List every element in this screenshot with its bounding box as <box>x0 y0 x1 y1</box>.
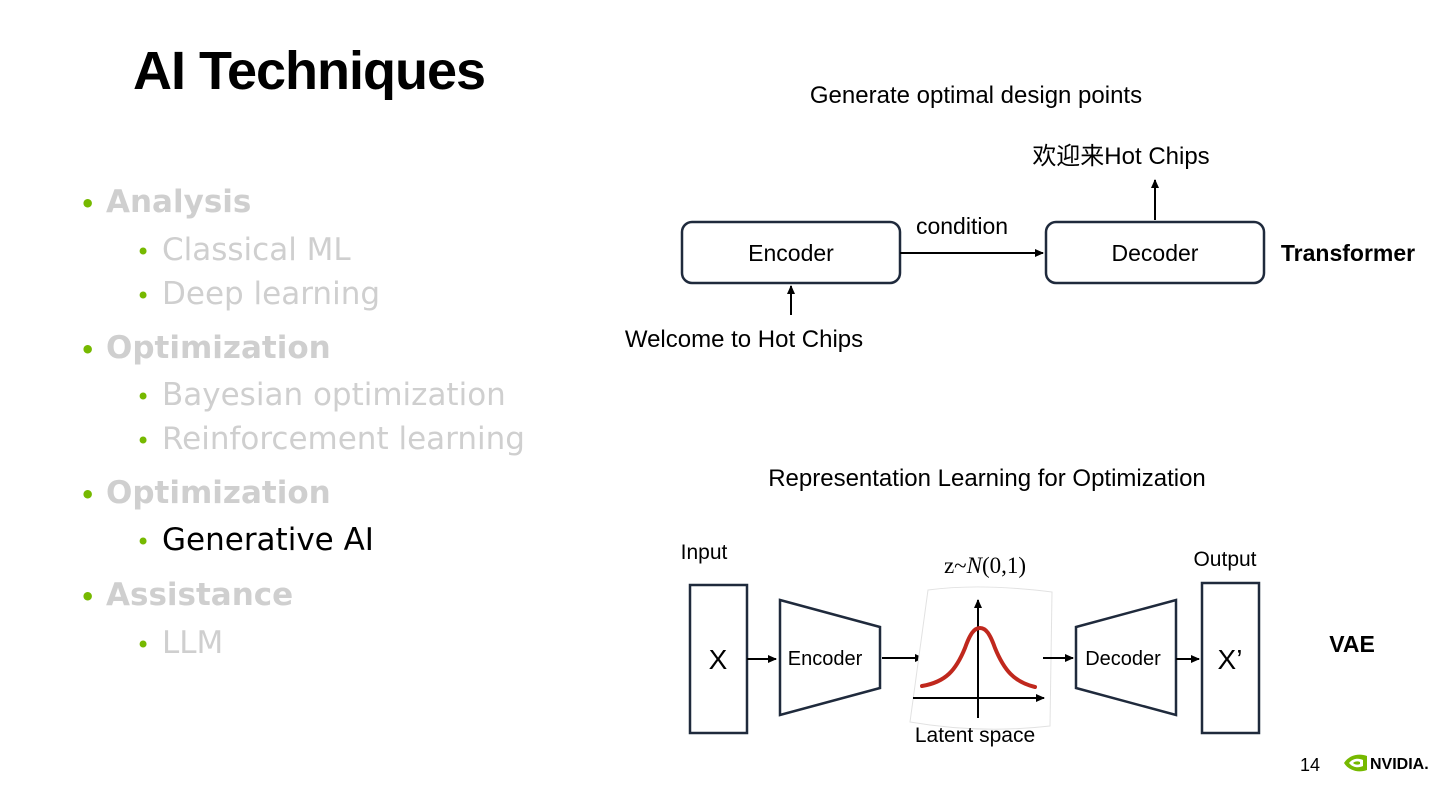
transformer-label: Transformer <box>1281 240 1415 266</box>
latent-space-label: Latent space <box>915 724 1035 747</box>
bullet-analysis: •Analysis <box>80 184 252 220</box>
vae-encoder-label: Encoder <box>788 648 863 670</box>
bullet-classical-ml: •Classical ML <box>136 232 351 268</box>
page-number: 14 <box>1300 755 1321 775</box>
condition-label: condition <box>916 213 1008 239</box>
transformer-heading: Generate optimal design points <box>810 82 1142 109</box>
latent-prior-formula: z~N(0,1) <box>944 553 1026 578</box>
nvidia-eye-icon <box>1344 754 1367 772</box>
bullet-optimization-2: •Optimization <box>80 475 331 511</box>
bullet-assistance: •Assistance <box>80 577 294 613</box>
bullet-deep-learning: •Deep learning <box>136 276 381 312</box>
nvidia-logo: NVIDIA. <box>1344 754 1429 773</box>
vae-encoder-trapezoid <box>778 598 882 717</box>
vae-decoder-trapezoid <box>1074 598 1178 717</box>
gaussian-curve <box>920 625 1037 689</box>
bullet-llm: •LLM <box>136 625 224 661</box>
vae-x-prime-label: X’ <box>1218 644 1243 675</box>
bullet-bayesian-optimization: •Bayesian optimization <box>136 377 506 413</box>
bullet-optimization-1: •Optimization <box>80 330 331 366</box>
bullet-generative-ai: •Generative AI <box>136 522 374 558</box>
vae-input-box <box>688 583 749 735</box>
transformer-decoder-box <box>1044 220 1266 285</box>
nvidia-wordmark: NVIDIA. <box>1370 756 1429 773</box>
slide-title: AI Techniques <box>133 41 486 101</box>
vae-label: VAE <box>1329 631 1375 657</box>
transformer-output-text: 欢迎来Hot Chips <box>1032 143 1209 170</box>
vae-input-label: Input <box>681 541 728 564</box>
vae-heading: Representation Learning for Optimization <box>768 465 1206 492</box>
transformer-input-text: Welcome to Hot Chips <box>625 326 863 353</box>
latent-space-patch <box>909 586 1053 730</box>
vae-decoder-label: Decoder <box>1085 648 1161 670</box>
vae-output-label: Output <box>1193 548 1256 571</box>
vae-output-box <box>1200 581 1261 735</box>
bullet-reinforcement-learning: •Reinforcement learning <box>136 421 525 457</box>
transformer-encoder-label: Encoder <box>748 240 834 266</box>
transformer-decoder-label: Decoder <box>1112 240 1199 266</box>
vae-x-label: X <box>709 644 728 675</box>
